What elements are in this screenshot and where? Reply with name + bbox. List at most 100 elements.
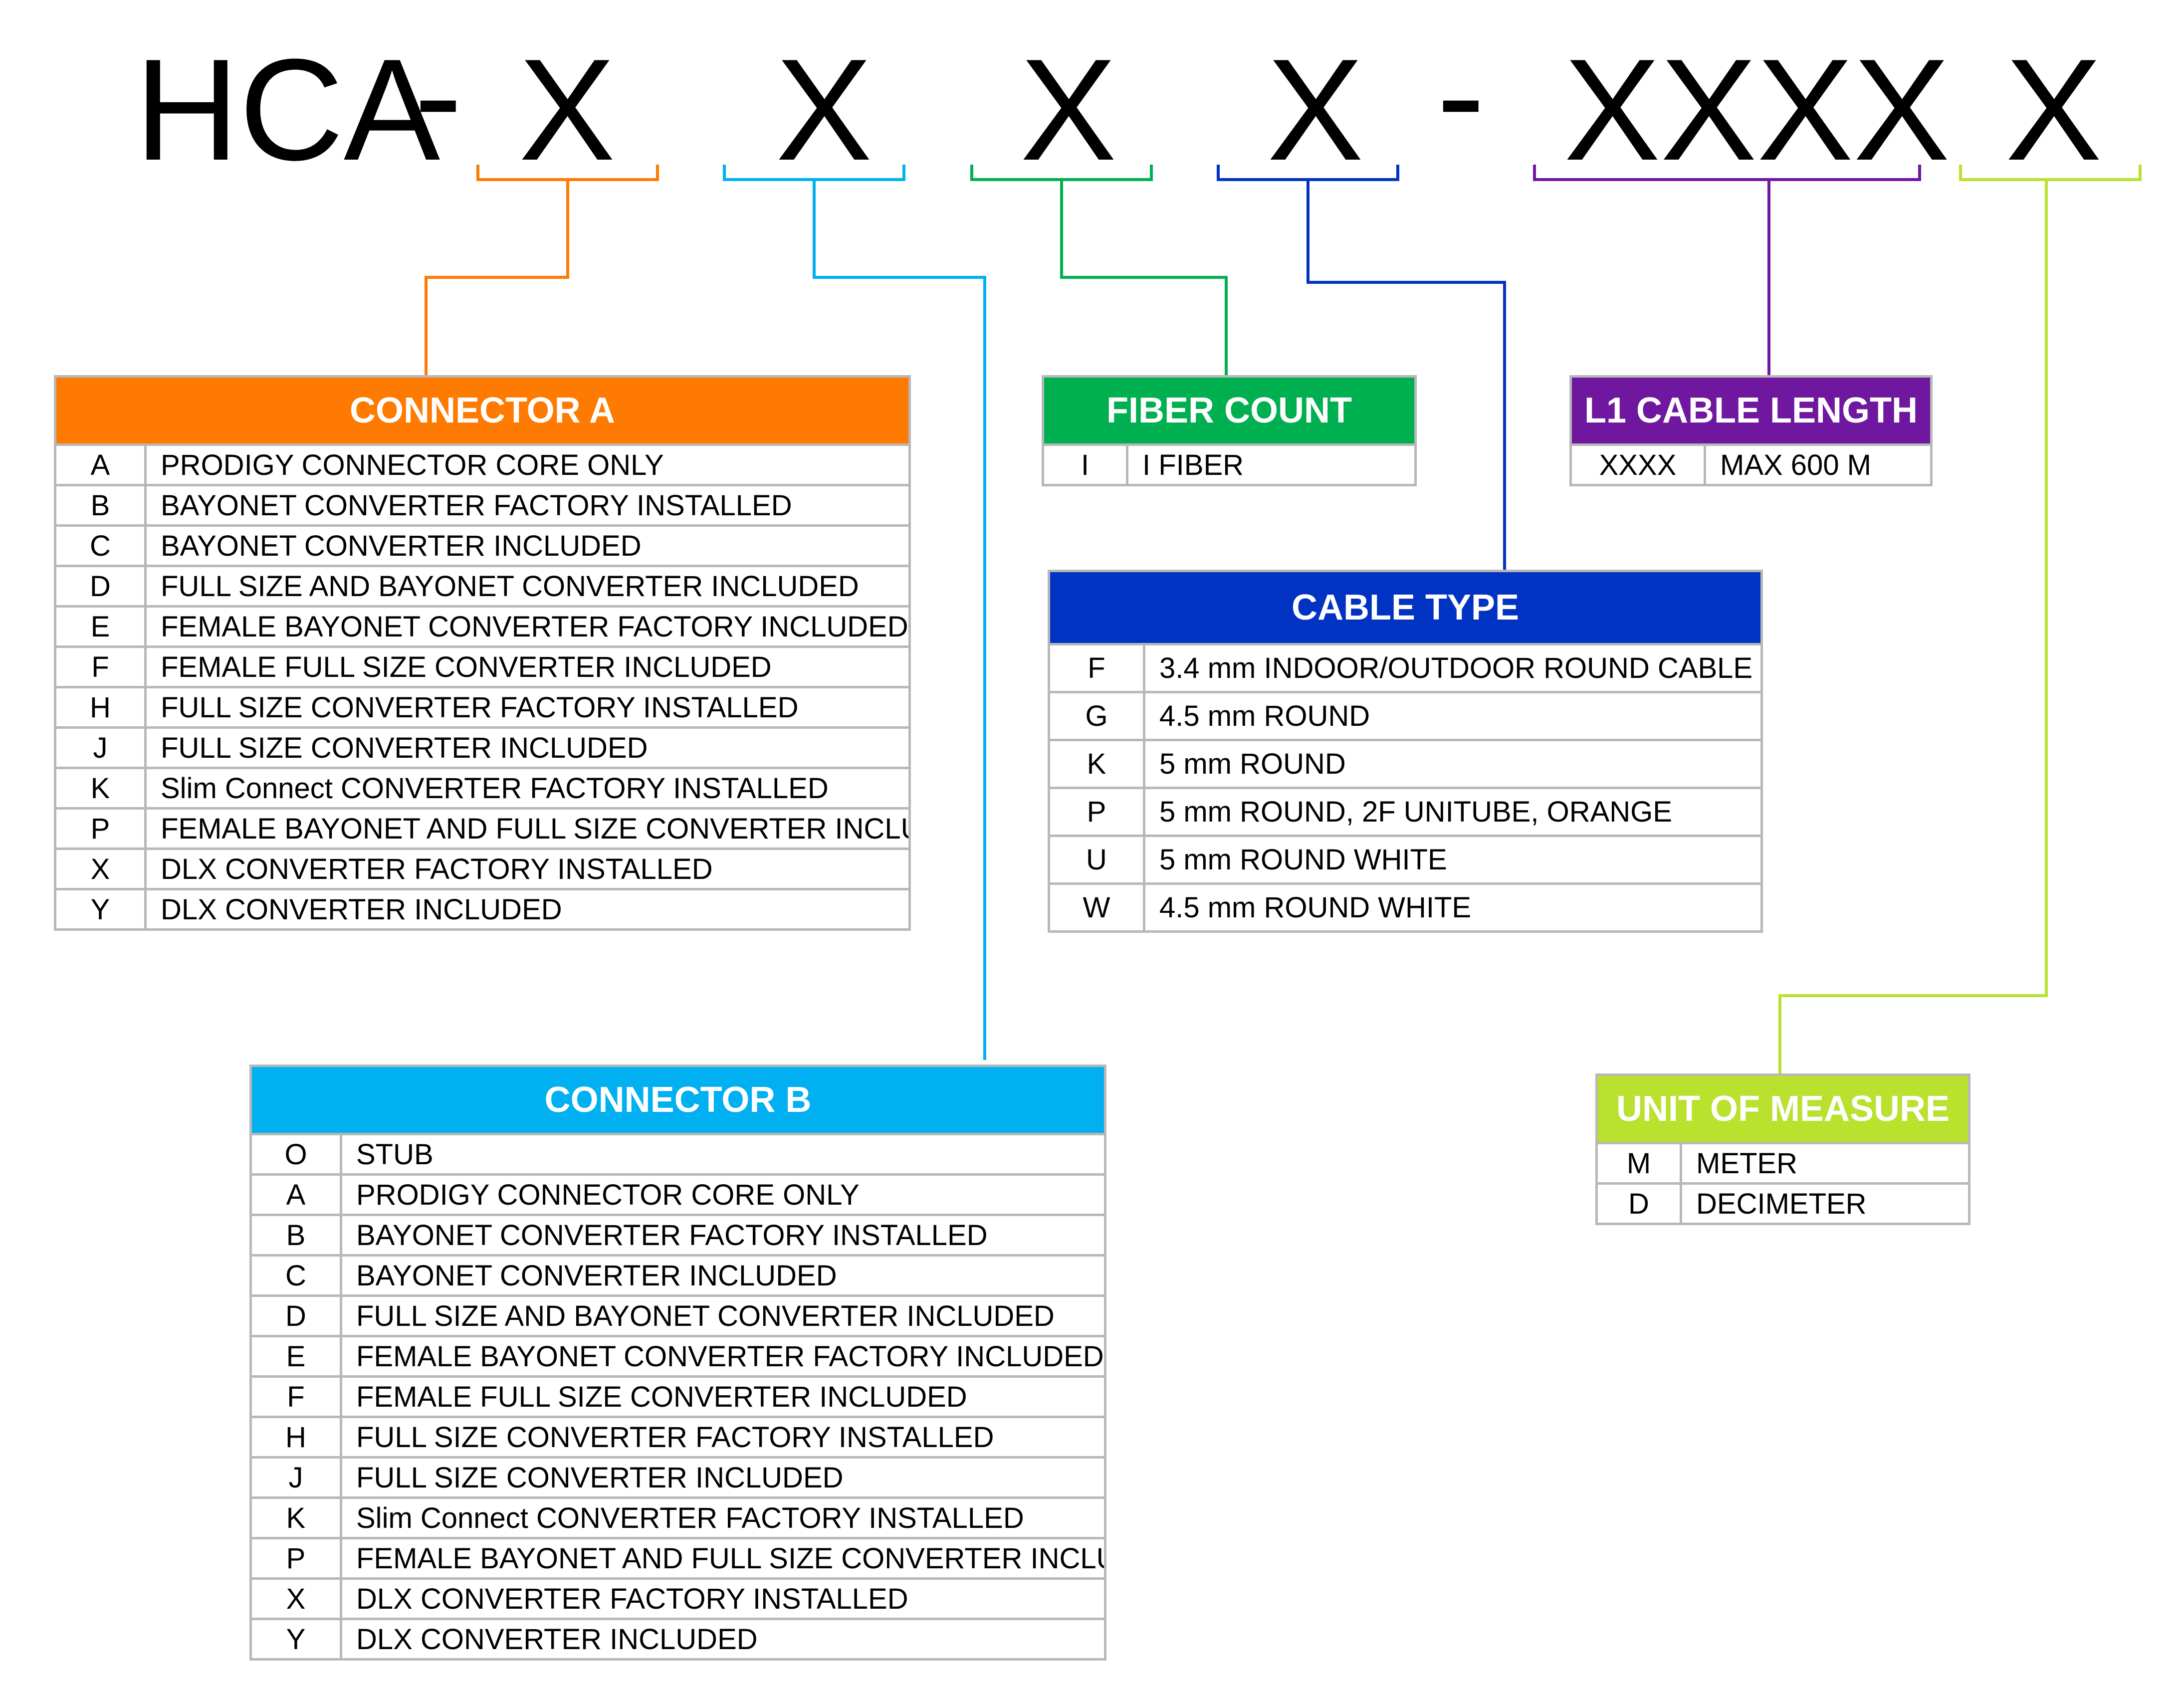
table-row: O STUB [252, 1133, 1104, 1173]
table-row: K Slim Connect CONVERTER FACTORY INSTALLE… [252, 1496, 1104, 1537]
option-description: FEMALE BAYONET AND FULL SIZE CONVERTER I… [161, 812, 908, 845]
code-dash-1: - [414, 14, 462, 176]
option-description: DLX CONVERTER INCLUDED [356, 1623, 758, 1656]
option-code: D [252, 1297, 342, 1335]
option-description: FEMALE BAYONET CONVERTER FACTORY INCLUDE… [356, 1340, 1104, 1373]
option-description: STUB [356, 1138, 434, 1171]
option-description: FULL SIZE CONVERTER INCLUDED [161, 731, 648, 764]
code-dash-2: - [1437, 14, 1485, 176]
table-row: W 4.5 mm ROUND WHITE [1050, 882, 1760, 930]
table-row: A PRODIGY CONNECTOR CORE ONLY [252, 1173, 1104, 1214]
option-description: MAX 600 M [1720, 448, 1871, 481]
table-row: A PRODIGY CONNECTOR CORE ONLY [56, 443, 908, 484]
option-description: FULL SIZE AND BAYONET CONVERTER INCLUDED [356, 1299, 1055, 1332]
option-code: I [1044, 446, 1128, 484]
cable-length-title: L1 CABLE LENGTH [1572, 378, 1930, 443]
option-code: H [56, 688, 147, 726]
option-code: X [56, 850, 147, 888]
option-description: FULL SIZE AND BAYONET CONVERTER INCLUDED [161, 570, 859, 603]
option-description: PRODIGY CONNECTOR CORE ONLY [356, 1178, 860, 1211]
option-description: 5 mm ROUND WHITE [1159, 844, 1447, 876]
option-description: 4.5 mm ROUND [1159, 700, 1370, 732]
option-code: C [56, 527, 147, 565]
table-row: M METER [1598, 1142, 1968, 1182]
option-description: METER [1696, 1147, 1797, 1180]
table-row: B BAYONET CONVERTER FACTORY INSTALLED [56, 484, 908, 524]
option-code: A [56, 446, 147, 484]
table-row: B BAYONET CONVERTER FACTORY INSTALLED [252, 1214, 1104, 1254]
connector-b-leader [813, 180, 986, 1060]
option-code: K [252, 1499, 342, 1537]
code-fiber-count-placeholder: X [1020, 29, 1117, 191]
fiber-count-table: FIBER COUNT I I FIBER [1042, 375, 1417, 486]
option-description: DECIMETER [1696, 1187, 1867, 1220]
option-code: W [1050, 885, 1145, 930]
table-row: Y DLX CONVERTER INCLUDED [252, 1618, 1104, 1658]
option-code: O [252, 1135, 342, 1173]
option-code: E [56, 608, 147, 645]
option-description: 3.4 mm INDOOR/OUTDOOR ROUND CABLE [1159, 652, 1753, 684]
option-code: B [56, 486, 147, 524]
option-code: E [252, 1337, 342, 1375]
code-cable-type-placeholder: X [1267, 29, 1364, 191]
option-code: K [1050, 741, 1145, 787]
option-description: FEMALE BAYONET CONVERTER FACTORY INCLUDE… [161, 610, 908, 643]
option-description: Slim Connect CONVERTER FACTORY INSTALLED [356, 1501, 1024, 1534]
table-row: F FEMALE FULL SIZE CONVERTER INCLUDED [252, 1375, 1104, 1416]
table-row: H FULL SIZE CONVERTER FACTORY INSTALLED [252, 1416, 1104, 1456]
table-row: I I FIBER [1044, 443, 1414, 484]
option-code: F [252, 1378, 342, 1416]
option-code: H [252, 1418, 342, 1456]
option-code: K [56, 769, 147, 807]
code-cable-length-placeholder: XXXX [1564, 29, 1950, 191]
table-row: D FULL SIZE AND BAYONET CONVERTER INCLUDE… [252, 1294, 1104, 1335]
connector-b-title: CONNECTOR B [252, 1067, 1104, 1133]
option-description: FULL SIZE CONVERTER FACTORY INSTALLED [356, 1421, 994, 1454]
option-description: DLX CONVERTER INCLUDED [161, 893, 562, 926]
option-description: PRODIGY CONNECTOR CORE ONLY [161, 448, 664, 481]
option-description: BAYONET CONVERTER FACTORY INSTALLED [356, 1219, 988, 1252]
cable-length-bracket [1533, 165, 1921, 181]
code-connector-a-placeholder: X [519, 29, 616, 191]
option-code: D [1598, 1185, 1682, 1223]
option-description: I FIBER [1142, 448, 1244, 481]
option-code: M [1598, 1144, 1682, 1182]
option-code: C [252, 1257, 342, 1294]
option-description: FEMALE FULL SIZE CONVERTER INCLUDED [161, 650, 772, 683]
fiber-count-title: FIBER COUNT [1044, 378, 1414, 443]
cable-type-bracket [1217, 165, 1399, 181]
option-description: FEMALE FULL SIZE CONVERTER INCLUDED [356, 1380, 967, 1413]
option-code: Y [252, 1620, 342, 1658]
option-description: BAYONET CONVERTER FACTORY INSTALLED [161, 489, 792, 522]
option-code: D [56, 567, 147, 605]
table-row: D DECIMETER [1598, 1182, 1968, 1223]
table-row: E FEMALE BAYONET CONVERTER FACTORY INCLUD… [252, 1335, 1104, 1375]
option-description: 5 mm ROUND, 2F UNITUBE, ORANGE [1159, 796, 1672, 828]
connector-a-bracket [476, 165, 659, 181]
option-description: 4.5 mm ROUND WHITE [1159, 891, 1472, 924]
cable-type-title: CABLE TYPE [1050, 572, 1760, 643]
fiber-count-bracket [970, 165, 1153, 181]
option-code: B [252, 1216, 342, 1254]
connector-b-table: CONNECTOR B O STUB A PRODIGY CONNECTOR CORE… [249, 1064, 1106, 1661]
option-code: A [252, 1176, 342, 1214]
